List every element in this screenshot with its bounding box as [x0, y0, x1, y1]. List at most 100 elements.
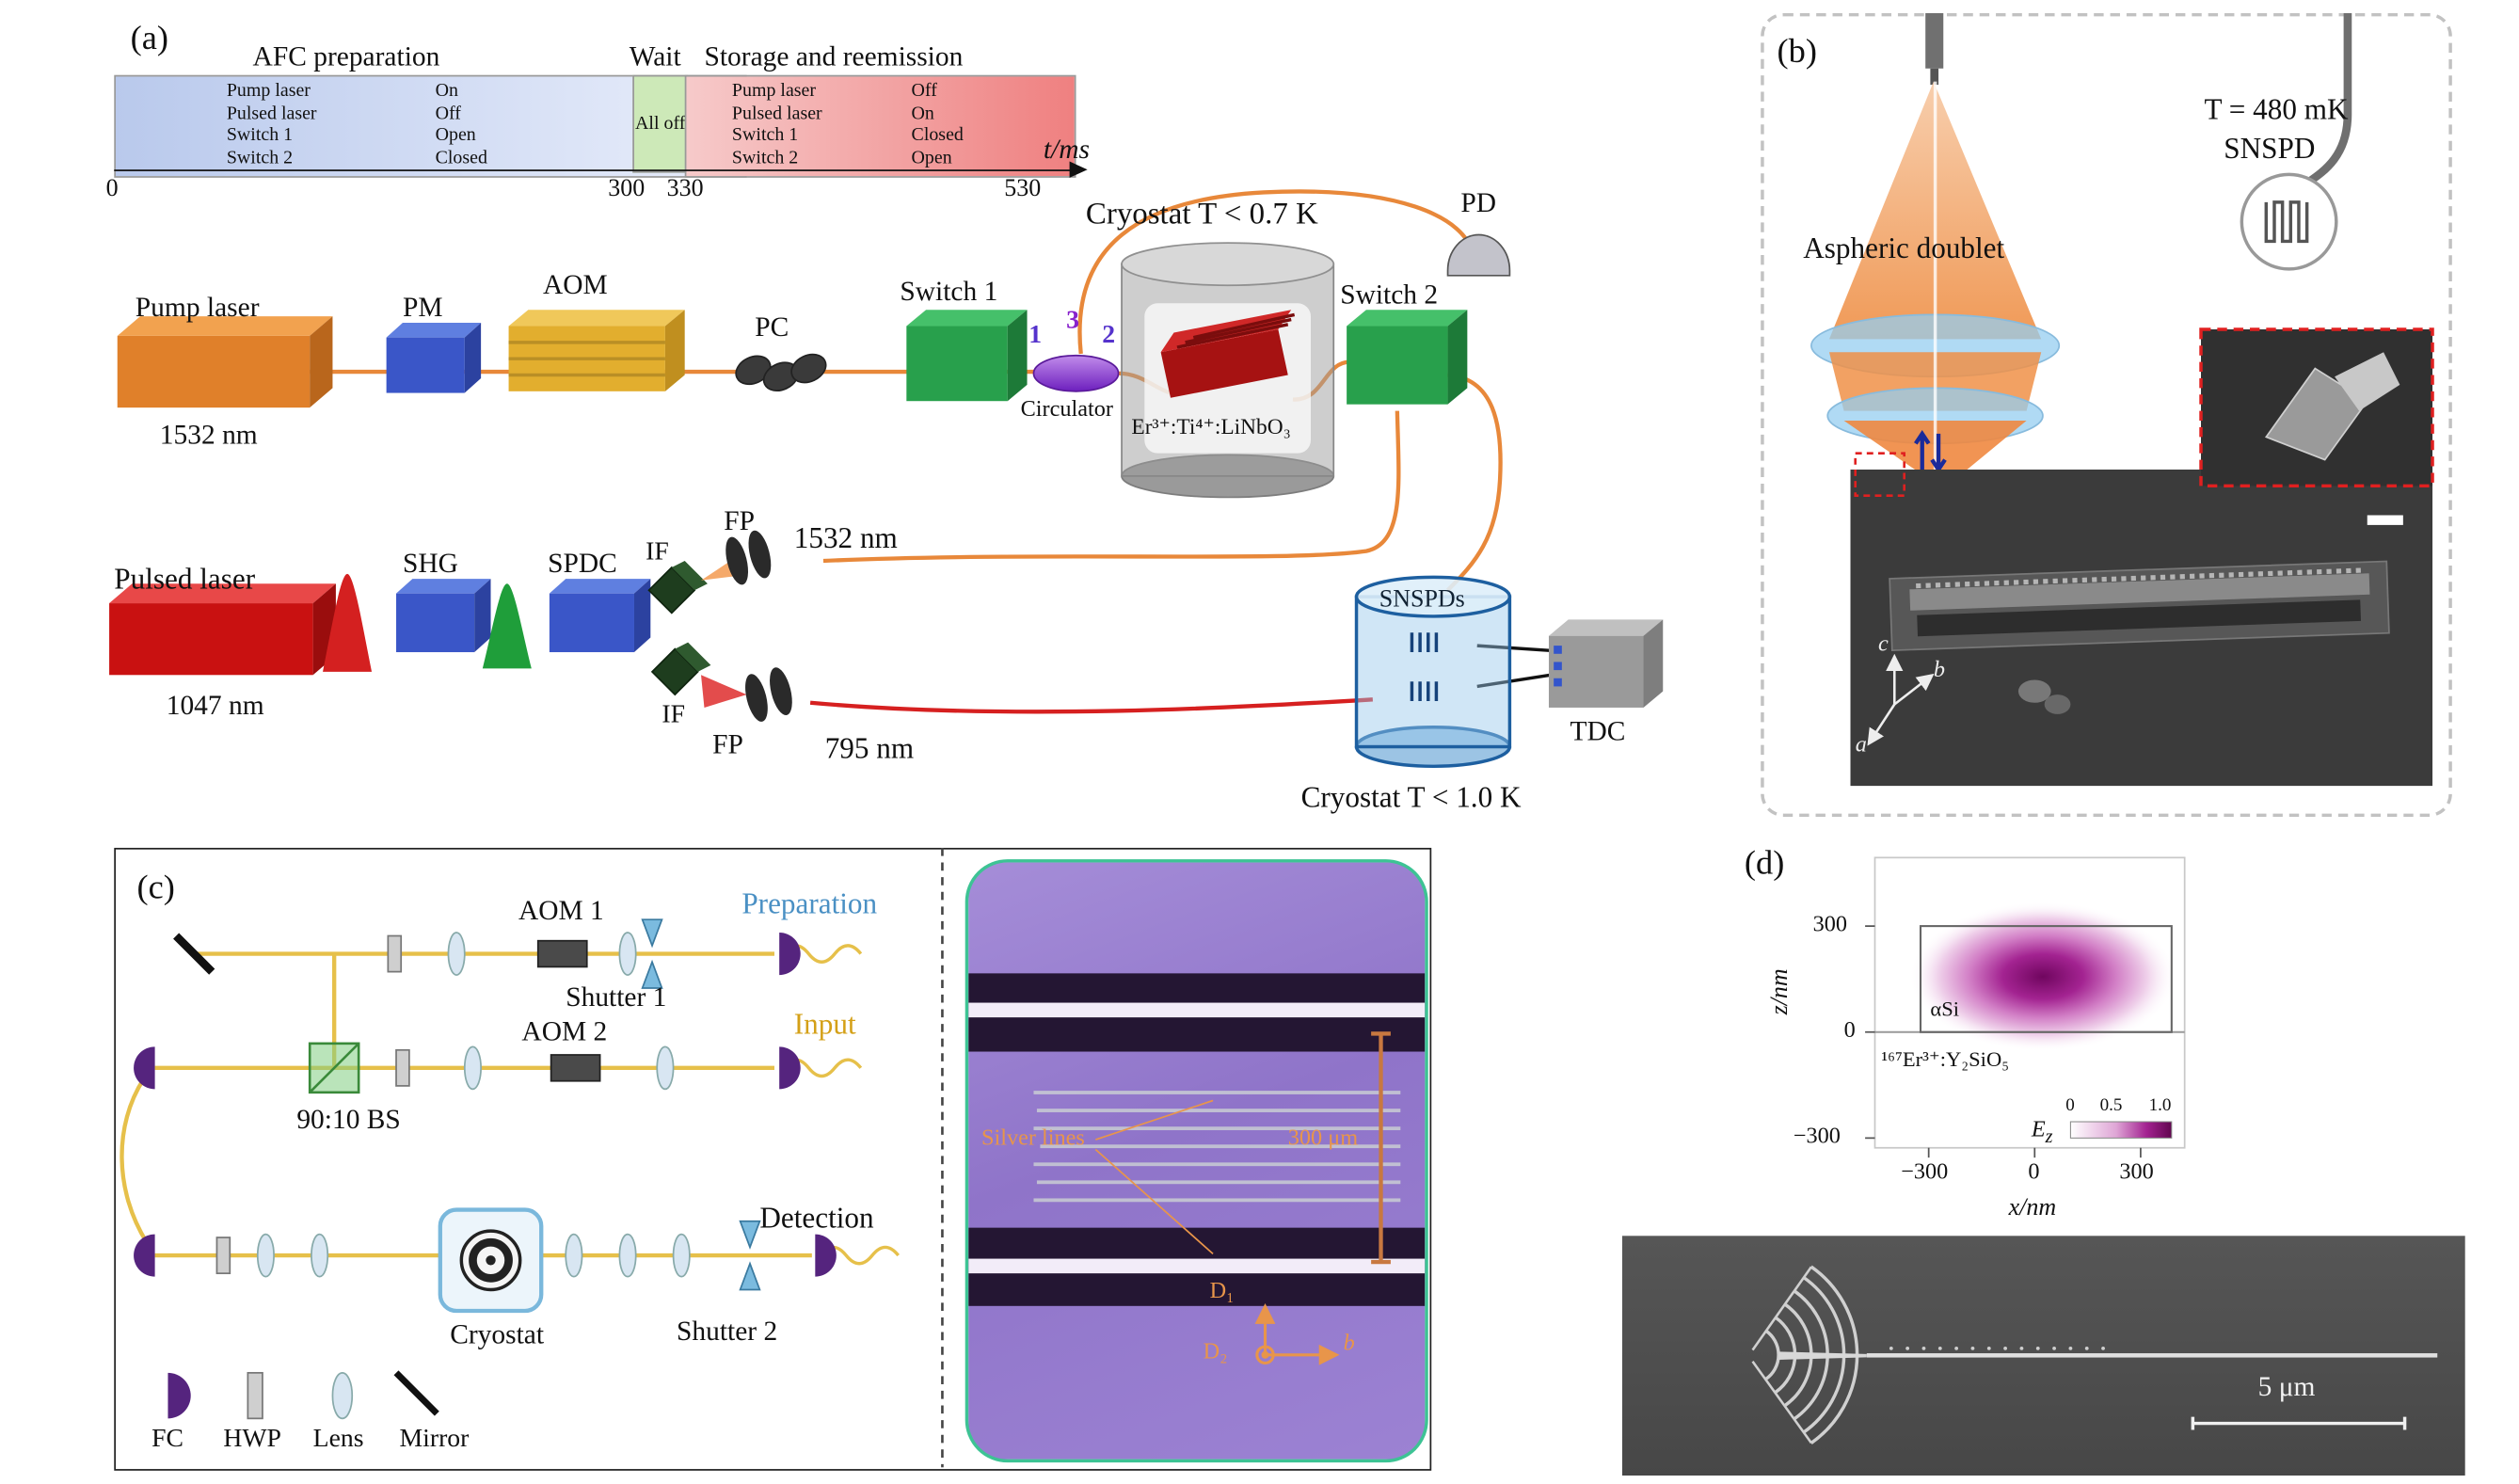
shutter2-icon — [739, 1220, 761, 1291]
wait-title: Wait — [629, 40, 681, 72]
microscope-image: Silver lines 300 μm D₁ D₂ b — [965, 859, 1428, 1463]
time-axis-arrow — [1069, 161, 1088, 178]
mirror — [173, 933, 215, 975]
legend-fc-label: FC — [151, 1425, 184, 1453]
aom1-label: AOM 1 — [518, 895, 604, 927]
snspd-temp-label: T = 480 mK — [2204, 92, 2349, 126]
snspds-cylinder — [1354, 575, 1512, 769]
timing-state: Off — [435, 104, 461, 123]
z-tick-0: 0 — [1843, 1018, 1856, 1044]
ez-label: Ez — [2032, 1119, 2053, 1149]
spdc-label: SPDC — [548, 548, 617, 580]
x-tick-0: 0 — [2028, 1160, 2040, 1186]
time-axis-line — [114, 169, 1074, 171]
pd-label: PD — [1460, 187, 1497, 219]
if-filter-top — [647, 561, 708, 614]
crystal-axes — [1867, 653, 1935, 746]
tdc-label: TDC — [1570, 715, 1626, 747]
fp-etalon-top — [725, 530, 772, 585]
wavelength-1532-label: 1532 nm — [793, 521, 898, 555]
pulsed-laser-label: Pulsed laser — [114, 562, 256, 596]
z-axis-label: z/nm — [1767, 968, 1794, 1015]
pm-label: PM — [402, 292, 443, 324]
detector-axes — [1254, 1303, 1340, 1365]
ez-subscript: z — [2045, 1125, 2053, 1148]
timing-name: Switch 2 — [731, 147, 799, 168]
aspheric-doublet-label: Aspheric doublet — [1803, 231, 2005, 264]
asi-label: αSi — [1930, 996, 1959, 1021]
z-tick-m300: −300 — [1793, 1125, 1841, 1150]
x-tick-m300: −300 — [1901, 1160, 1949, 1186]
switch1-label: Switch 1 — [900, 275, 998, 307]
legend-icons — [167, 1370, 439, 1420]
fiber-couplers — [134, 933, 837, 1277]
cryostat2-label: Cryostat T < 1.0 K — [1300, 780, 1522, 814]
fiber-tip — [1930, 68, 1939, 86]
aom1-box — [536, 939, 588, 968]
d2-label: D₂ — [1203, 1340, 1228, 1365]
timing-state: On — [911, 104, 934, 123]
electrode-core-top — [968, 1002, 1426, 1018]
lenses — [256, 932, 691, 1278]
panel-b-frame — [1761, 12, 2452, 818]
snspd-label: SNSPD — [2224, 132, 2316, 165]
shg-box — [396, 579, 491, 653]
green-pulse — [482, 583, 532, 669]
fiber-rod — [1925, 12, 1944, 69]
sem-image-d: 5 μm — [1621, 1236, 2465, 1476]
sem-particle-2 — [2044, 694, 2071, 714]
scale-300um-label: 300 μm — [1287, 1126, 1359, 1152]
legend-hwp-icon — [247, 1371, 263, 1420]
snspd-meander-2 — [1410, 681, 1439, 702]
pulsed-wavelength-label: 1047 nm — [166, 689, 264, 721]
if-filter-bottom — [650, 642, 711, 696]
er-yso-label: ¹⁶⁷Er³⁺:Y₂SiO₅ — [1881, 1046, 2010, 1072]
panel-b-label: (b) — [1777, 30, 1817, 71]
signal-1532-fiber — [822, 410, 1401, 564]
switch2-label: Switch 2 — [1340, 279, 1439, 311]
time-axis-label: t/ms — [1043, 134, 1090, 165]
legend-fc-icon — [167, 1372, 191, 1419]
bs-label: 90:10 BS — [296, 1103, 401, 1135]
timing-row: Switch 2 Open — [732, 148, 1075, 169]
pulsed-laser-box — [109, 583, 336, 676]
circulator-port1-label: 1 — [1028, 321, 1043, 349]
wavelength-795-label: 795 nm — [824, 731, 915, 765]
spdc-box — [549, 579, 651, 653]
switch2-to-snspd-fiber — [1446, 373, 1503, 592]
hwp-plates — [215, 934, 410, 1275]
microscope-graphics — [968, 973, 1426, 1365]
snspd-meander-1 — [1410, 632, 1439, 653]
tick-330: 330 — [666, 176, 704, 202]
er-crystal — [1160, 310, 1296, 398]
cryostat-c-label: Cryostat — [450, 1318, 545, 1350]
aom2-box — [550, 1054, 601, 1082]
scale-5um-label: 5 μm — [2257, 1371, 2316, 1403]
pm-box — [386, 323, 482, 393]
silver-lines-pointers — [1094, 1099, 1214, 1255]
timing-state: Closed — [435, 147, 487, 168]
cryostat-c — [438, 1207, 544, 1314]
colorbar — [2069, 1121, 2173, 1139]
pc-label: PC — [755, 311, 789, 343]
scale-measure-line — [1371, 1031, 1391, 1265]
z-tick-300: 300 — [1812, 913, 1848, 938]
sem-scalebar-b — [2367, 515, 2403, 525]
timing-state: Open — [911, 147, 952, 168]
timing-name: Switch 2 — [226, 147, 294, 168]
snspd-tdc-cables — [1476, 644, 1551, 689]
timing-state: On — [435, 81, 458, 102]
timing-state: Closed — [911, 125, 964, 146]
legend-mirror-icon — [393, 1370, 439, 1416]
idler-795-fiber — [809, 697, 1373, 714]
sem-particle-1 — [2017, 679, 2051, 703]
timing-row: Pump laser On — [227, 82, 745, 104]
timing-name: Pump laser — [226, 81, 311, 102]
aom-label: AOM — [542, 268, 608, 300]
all-off-box: All off — [632, 74, 689, 173]
panel-d-label: (d) — [1744, 842, 1785, 883]
detection-label: Detection — [759, 1201, 874, 1235]
fp-top-label: FP — [724, 505, 756, 537]
